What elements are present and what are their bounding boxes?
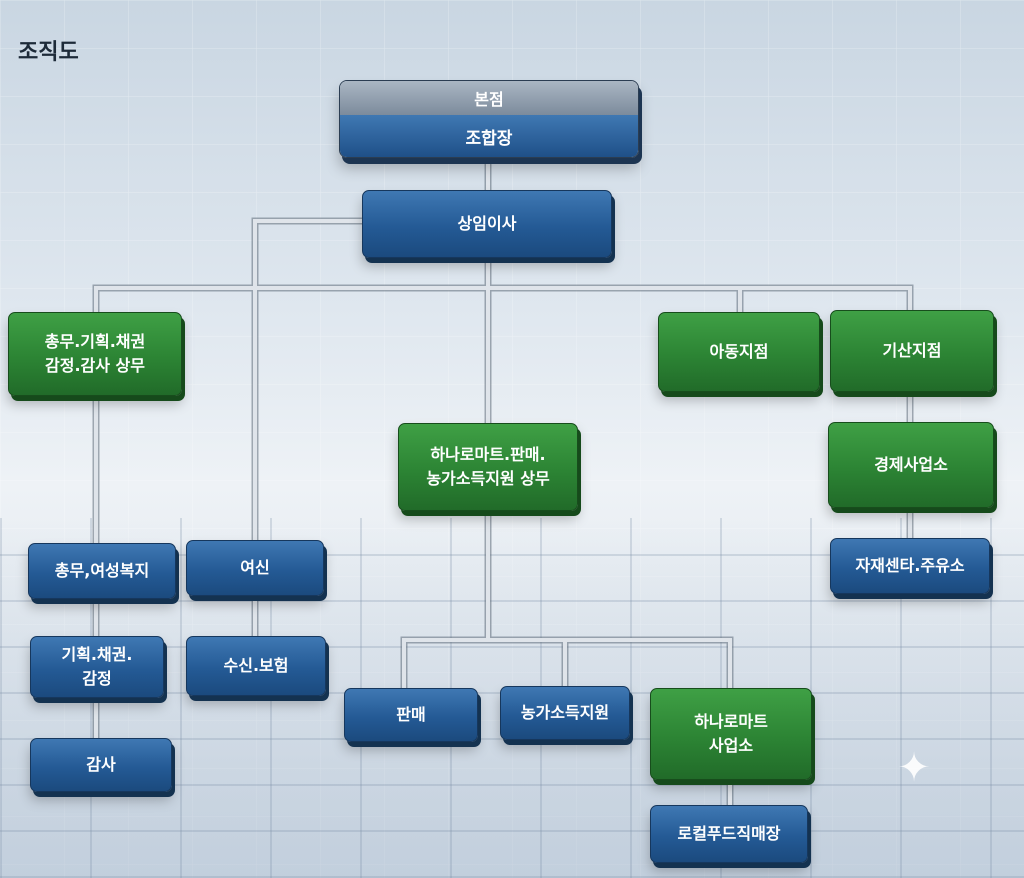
farm-income-support-box: 농가소득지원 <box>500 686 630 740</box>
hanaro-office-box: 하나로마트 사업소 <box>650 688 812 780</box>
sales-box: 판매 <box>344 688 478 742</box>
credit-box: 여신 <box>186 540 324 596</box>
general-affairs-director-box: 총무.기획.채권 감정.감사 상무 <box>8 312 182 396</box>
head-office-label: 본점 <box>340 81 638 115</box>
materials-center-box: 자재센타.주유소 <box>830 538 990 594</box>
economic-office-box: 경제사업소 <box>828 422 994 508</box>
head-office-box: 본점 조합장 <box>339 80 639 158</box>
page-title: 조직도 <box>18 40 79 65</box>
local-food-store-box: 로컬푸드직매장 <box>650 805 808 863</box>
sparkle-icon: ✦ <box>897 745 931 791</box>
planning-bonds-box: 기획.채권. 감정 <box>30 636 164 698</box>
gisan-branch-box: 기산지점 <box>830 310 994 392</box>
hanaro-director-box: 하나로마트.판매. 농가소득지원 상무 <box>398 423 578 511</box>
union-president-label: 조합장 <box>340 115 638 157</box>
deposit-insurance-box: 수신.보험 <box>186 636 326 696</box>
general-welfare-box: 총무,여성복지 <box>28 543 176 599</box>
audit-box: 감사 <box>30 738 172 792</box>
executive-director-box: 상임이사 <box>362 190 612 258</box>
adong-branch-box: 아동지점 <box>658 312 820 392</box>
